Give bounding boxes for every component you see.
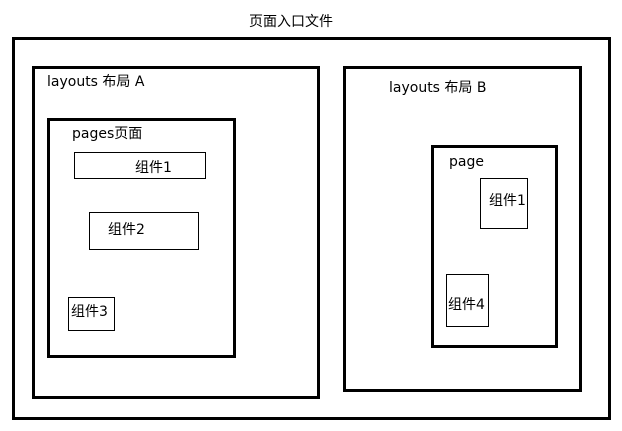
component-2-box — [89, 212, 199, 250]
component-1-box-b — [480, 178, 528, 229]
component-3-box — [68, 297, 115, 331]
page-label: page — [449, 154, 484, 170]
component-1-label-a: 组件1 — [135, 160, 172, 176]
component-2-label: 组件2 — [108, 222, 145, 238]
pages-label: pages页面 — [72, 126, 143, 142]
entry-file-box — [12, 37, 611, 420]
layout-a-box — [32, 66, 320, 399]
layout-b-box — [343, 66, 582, 392]
page-box — [431, 145, 558, 348]
layout-b-label: layouts 布局 B — [389, 80, 487, 96]
component-4-label: 组件4 — [448, 297, 485, 313]
component-3-label: 组件3 — [71, 304, 108, 320]
diagram-title: 页面入口文件 — [249, 14, 333, 30]
pages-box — [47, 118, 236, 358]
component-1-label-b: 组件1 — [489, 193, 526, 209]
component-1-box-a — [74, 152, 206, 179]
layout-a-label: layouts 布局 A — [47, 74, 145, 90]
component-4-box — [446, 274, 489, 327]
